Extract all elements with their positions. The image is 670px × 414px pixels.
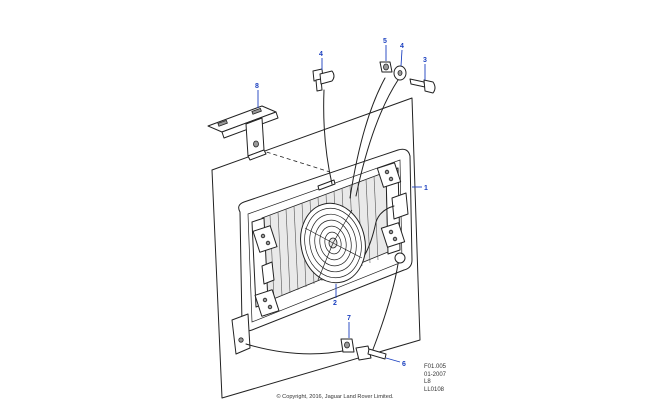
callout-6-bottom: 6	[402, 361, 406, 368]
fixing-line-6-top	[323, 89, 333, 185]
top-rail-slot	[317, 179, 336, 191]
lower-mounting-tab	[231, 313, 251, 355]
fixing-line-right-low	[371, 263, 399, 353]
washer-top	[393, 65, 407, 81]
fixing-line-4-top	[355, 79, 399, 197]
reference-variant: L8	[424, 379, 431, 386]
fixing-line-bottom	[245, 343, 349, 355]
callout-1: 1	[424, 185, 428, 192]
mount-plate-mid-right	[380, 222, 406, 248]
mount-plate-top-right	[376, 162, 402, 188]
reference-id: LL0108	[424, 387, 445, 394]
callout-8: 8	[255, 83, 259, 90]
copyright-notice: © Copyright, 2016, Jaguar Land Rover Lim…	[276, 394, 394, 400]
nut-top	[379, 61, 393, 73]
callout-2: 2	[333, 300, 337, 307]
bolt-top	[312, 68, 335, 92]
mount-plate-bottom-left	[254, 289, 280, 317]
reference-block: F01.005 01-2007 L8 LL0108	[424, 364, 464, 395]
cooling-fan	[300, 202, 366, 284]
mount-plate-top-left	[252, 225, 278, 253]
bracket-part	[207, 105, 279, 161]
callout-4: 4	[400, 43, 404, 50]
callout-3: 3	[423, 57, 427, 64]
bolt-bottom	[355, 345, 387, 361]
bracket-dashed-guide	[259, 149, 331, 173]
reference-code: F01.005	[424, 364, 447, 370]
left-side-boss	[261, 261, 275, 285]
pipe-connector	[391, 192, 409, 220]
callout-6-top: 4	[319, 51, 323, 58]
lower-right-boss	[394, 252, 406, 264]
bolt-right	[409, 78, 436, 94]
fixing-line-5-top	[349, 77, 386, 199]
mounting-panel-outline	[211, 97, 421, 399]
nut-bottom	[340, 338, 355, 353]
callout-7: 7	[347, 315, 351, 322]
reference-date: 01-2007	[424, 371, 447, 378]
callout-5: 5	[383, 38, 387, 45]
